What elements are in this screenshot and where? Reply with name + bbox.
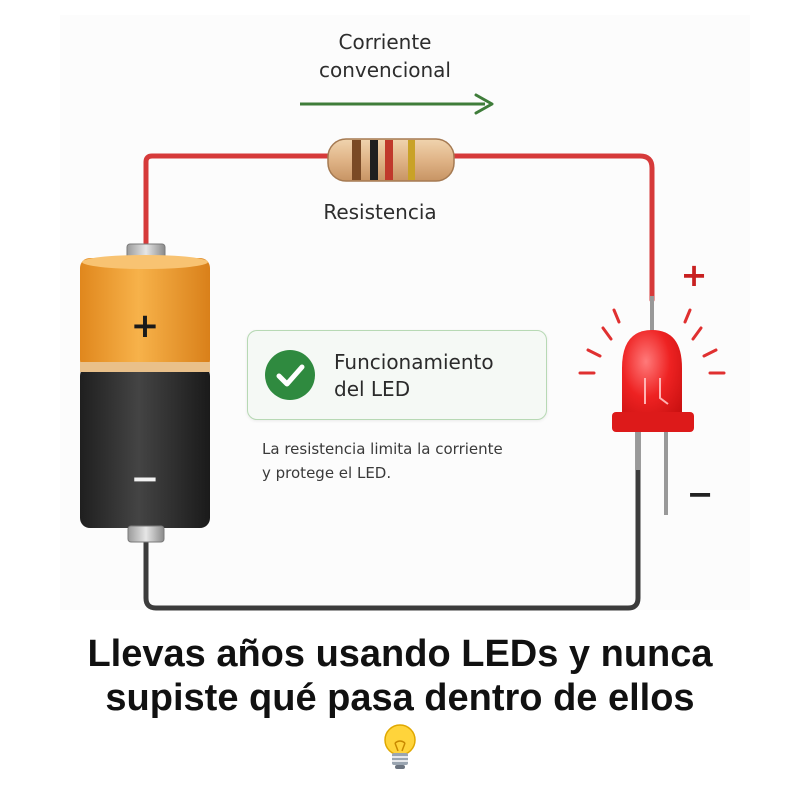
battery: + − <box>80 243 210 543</box>
battery-minus-sign: − <box>131 459 160 499</box>
led-plus-sign: + <box>681 256 708 294</box>
resistor-label: Resistencia <box>323 200 437 224</box>
resistor <box>327 138 455 182</box>
info-card: Funcionamiento del LED <box>247 330 547 420</box>
card-title: Funcionamiento del LED <box>334 350 494 401</box>
led: + − <box>578 256 726 515</box>
battery-plus-sign: + <box>131 306 160 346</box>
negative-wire <box>143 429 641 611</box>
led-light-rays <box>578 308 726 375</box>
card-description: La resistencia limita la corriente y pro… <box>262 440 503 482</box>
current-arrow <box>300 93 494 115</box>
caption: Llevas años usando LEDs y nunca supiste … <box>87 633 713 719</box>
current-label: Corriente convencional <box>318 30 451 82</box>
lightbulb-icon <box>384 724 416 769</box>
positive-wire <box>143 153 655 303</box>
led-minus-sign: − <box>687 475 714 513</box>
circuit-diagram: + − + − <box>80 93 726 611</box>
checkmark-icon <box>265 350 315 400</box>
